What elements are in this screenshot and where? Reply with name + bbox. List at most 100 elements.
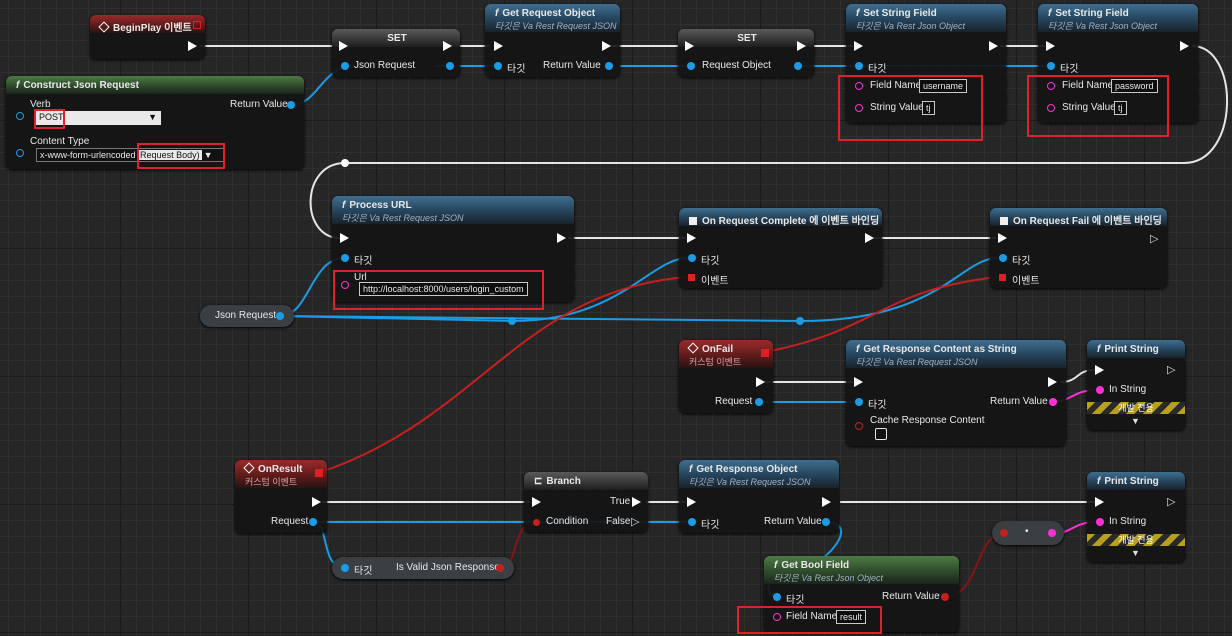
string-value-input[interactable]: tj	[1114, 101, 1127, 115]
on-request-fail-bind-node[interactable]: On Request Fail 에 이벤트 바인딩 ▷ 타깃 이벤트	[990, 208, 1167, 288]
target-pin[interactable]	[341, 564, 349, 572]
exec-out-pin[interactable]	[557, 233, 566, 243]
is-valid-json-response-node[interactable]: 타깃 Is Valid Json Response	[332, 557, 514, 579]
reroute-node[interactable]	[341, 159, 349, 167]
target-pin[interactable]	[855, 62, 863, 70]
bool-to-string-conversion-node[interactable]: •	[992, 521, 1064, 545]
exec-out-pin[interactable]	[312, 497, 321, 507]
return-value-pin[interactable]	[287, 101, 295, 109]
onresult-event-node[interactable]: OnResult 커스텀 이벤트 Request	[235, 460, 327, 533]
cache-response-pin[interactable]	[855, 422, 863, 430]
target-pin[interactable]	[999, 254, 1007, 262]
output-delegate-icon[interactable]	[761, 349, 769, 357]
url-pin[interactable]	[341, 281, 349, 289]
chevron-down-icon[interactable]: ▼	[1131, 548, 1140, 558]
target-pin[interactable]	[1047, 62, 1055, 70]
field-name-pin[interactable]	[855, 82, 863, 90]
exec-in-pin[interactable]	[854, 41, 863, 51]
request-pin[interactable]	[755, 398, 763, 406]
request-object-pin[interactable]	[687, 62, 695, 70]
exec-out-pin[interactable]	[989, 41, 998, 51]
exec-out-pin[interactable]	[756, 377, 765, 387]
exec-out-pin[interactable]	[797, 41, 806, 51]
field-name-input[interactable]: username	[919, 79, 968, 93]
exec-out-pin[interactable]	[602, 41, 611, 51]
return-value-pin[interactable]	[605, 62, 613, 70]
return-value-pin[interactable]	[941, 593, 949, 601]
string-value-input[interactable]: tj	[922, 101, 935, 115]
in-string-pin[interactable]	[1096, 518, 1104, 526]
verb-dropdown[interactable]: POST▼	[36, 111, 161, 125]
exec-in-pin[interactable]	[1095, 497, 1104, 507]
reroute-node[interactable]	[508, 317, 516, 325]
request-object-out-pin[interactable]	[794, 62, 802, 70]
exec-in-pin[interactable]	[339, 41, 348, 51]
exec-in-pin[interactable]	[854, 377, 863, 387]
true-exec-pin[interactable]	[632, 497, 641, 507]
exec-out-pin[interactable]	[865, 233, 874, 243]
event-pin[interactable]	[688, 274, 695, 281]
condition-pin[interactable]	[533, 519, 540, 526]
output-delegate-icon[interactable]	[193, 21, 201, 29]
exec-in-pin[interactable]	[687, 497, 696, 507]
field-name-input[interactable]: password	[1111, 79, 1158, 93]
conversion-in-pin[interactable]	[1000, 529, 1008, 537]
target-pin[interactable]	[494, 62, 502, 70]
request-pin[interactable]	[309, 518, 317, 526]
field-name-input[interactable]: result	[836, 610, 867, 624]
event-pin[interactable]	[999, 274, 1006, 281]
return-value-pin[interactable]	[1049, 398, 1057, 406]
chevron-down-icon[interactable]: ▼	[1131, 416, 1140, 426]
false-exec-outline-icon[interactable]: ▷	[631, 516, 640, 528]
exec-in-pin[interactable]	[532, 497, 541, 507]
set-json-request-node[interactable]: SET Json Request	[332, 29, 460, 77]
target-pin[interactable]	[341, 254, 349, 262]
beginplay-node[interactable]: BeginPlay 이벤트	[90, 15, 205, 59]
on-request-complete-bind-node[interactable]: On Request Complete 에 이벤트 바인딩 타깃 이벤트	[679, 208, 882, 288]
exec-in-pin[interactable]	[1046, 41, 1055, 51]
exec-out-outline-icon[interactable]: ▷	[1167, 364, 1176, 376]
exec-in-pin[interactable]	[340, 233, 349, 243]
target-pin[interactable]	[773, 593, 781, 601]
json-request-pin[interactable]	[341, 62, 349, 70]
json-request-variable-node[interactable]: Json Request	[200, 305, 294, 327]
target-pin[interactable]	[688, 518, 696, 526]
exec-in-pin[interactable]	[998, 233, 1007, 243]
content-type-dropdown[interactable]: x-www-form-urlencoded Request Body)▼	[36, 148, 224, 162]
verb-pin[interactable]	[16, 112, 24, 120]
output-delegate-icon[interactable]	[315, 469, 323, 477]
field-name-pin[interactable]	[1047, 82, 1055, 90]
exec-in-pin[interactable]	[687, 233, 696, 243]
in-string-pin[interactable]	[1096, 386, 1104, 394]
cache-response-checkbox[interactable]	[875, 428, 887, 440]
target-pin[interactable]	[855, 398, 863, 406]
exec-in-pin[interactable]	[1095, 365, 1104, 375]
return-value-pin[interactable]	[822, 518, 830, 526]
reroute-node[interactable]	[796, 317, 804, 325]
onfail-event-node[interactable]: OnFail 커스텀 이벤트 Request	[679, 340, 773, 413]
exec-in-pin[interactable]	[685, 41, 694, 51]
exec-out-pin[interactable]	[1048, 377, 1057, 387]
exec-out-outline-icon[interactable]: ▷	[1167, 496, 1176, 508]
exec-out-pin[interactable]	[443, 41, 452, 51]
exec-out-pin[interactable]	[1180, 41, 1189, 51]
json-request-var-pin[interactable]	[276, 312, 284, 320]
string-value-pin[interactable]	[1047, 104, 1055, 112]
content-type-pin[interactable]	[16, 149, 24, 157]
target-pin[interactable]	[688, 254, 696, 262]
json-request-out-pin[interactable]	[446, 62, 454, 70]
string-value-pin[interactable]	[855, 104, 863, 112]
conversion-out-pin[interactable]	[1048, 529, 1056, 537]
branch-node[interactable]: ⊏Branch True Condition False ▷	[524, 472, 648, 532]
exec-out-pin[interactable]	[822, 497, 831, 507]
url-input[interactable]: http://localhost:8000/users/login_custom	[359, 282, 528, 296]
